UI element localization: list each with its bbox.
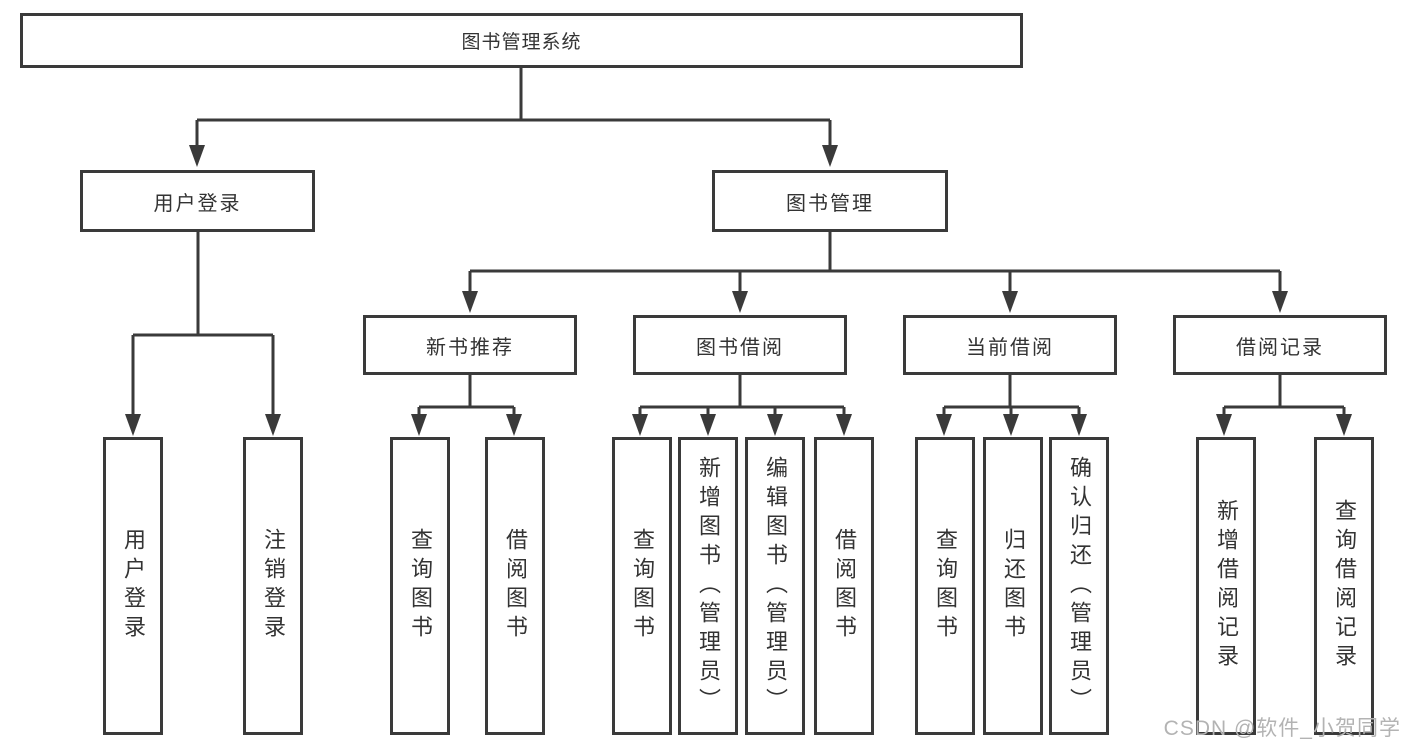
node-new-book-recommend: 新书推荐: [363, 315, 577, 375]
leaf-newbook-borrow-books: 借阅图书: [485, 437, 545, 735]
leaf-user-login: 用户登录: [103, 437, 163, 735]
node-book-borrowing: 图书借阅: [633, 315, 847, 375]
csdn-watermark: CSDN @软件_小贺同学: [1163, 717, 1401, 740]
leaf-logout: 注销登录: [243, 437, 303, 735]
leaf-newbook-query-books-label: 查询图书: [408, 528, 433, 644]
node-root-system: 图书管理系统: [20, 13, 1023, 68]
leaf-logout-label: 注销登录: [261, 528, 286, 644]
node-new-book-recommend-label: 新书推荐: [426, 336, 514, 359]
arrowheads: [125, 145, 1352, 436]
node-current-borrowing-label: 当前借阅: [966, 336, 1054, 359]
leaf-current-confirm-return-admin-label: 确认归还（管理员）: [1067, 455, 1092, 717]
leaf-current-query-books-label: 查询图书: [933, 528, 958, 644]
node-book-borrowing-label: 图书借阅: [696, 336, 784, 359]
leaf-newbook-query-books: 查询图书: [390, 437, 450, 735]
leaf-record-add-record-label: 新增借阅记录: [1214, 499, 1239, 673]
leaf-current-query-books: 查询图书: [915, 437, 975, 735]
leaf-current-return-books-label: 归还图书: [1001, 528, 1026, 644]
leaf-borrow-borrow-books-label: 借阅图书: [832, 528, 857, 644]
leaf-borrow-query-books: 查询图书: [612, 437, 672, 735]
leaf-borrow-add-books-admin: 新增图书（管理员）: [678, 437, 738, 735]
leaf-newbook-borrow-books-label: 借阅图书: [503, 528, 528, 644]
node-borrowing-records: 借阅记录: [1173, 315, 1387, 375]
leaf-user-login-label: 用户登录: [121, 528, 146, 644]
leaf-current-return-books: 归还图书: [983, 437, 1043, 735]
leaf-record-query-record: 查询借阅记录: [1314, 437, 1374, 735]
node-user-login: 用户登录: [80, 170, 315, 232]
leaf-borrow-edit-books-admin-label: 编辑图书（管理员）: [763, 455, 788, 717]
leaf-borrow-edit-books-admin: 编辑图书（管理员）: [745, 437, 805, 735]
node-borrowing-records-label: 借阅记录: [1236, 336, 1324, 359]
leaf-record-add-record: 新增借阅记录: [1196, 437, 1256, 735]
leaf-record-query-record-label: 查询借阅记录: [1332, 499, 1357, 673]
node-current-borrowing: 当前借阅: [903, 315, 1117, 375]
node-user-login-label: 用户登录: [153, 192, 242, 215]
node-book-management-label: 图书管理: [786, 192, 874, 215]
leaf-current-confirm-return-admin: 确认归还（管理员）: [1049, 437, 1109, 735]
node-book-management: 图书管理: [712, 170, 948, 232]
leaf-borrow-query-books-label: 查询图书: [630, 528, 655, 644]
node-root-label: 图书管理系统: [461, 32, 582, 53]
leaf-borrow-add-books-admin-label: 新增图书（管理员）: [696, 455, 721, 717]
leaf-borrow-borrow-books: 借阅图书: [814, 437, 874, 735]
